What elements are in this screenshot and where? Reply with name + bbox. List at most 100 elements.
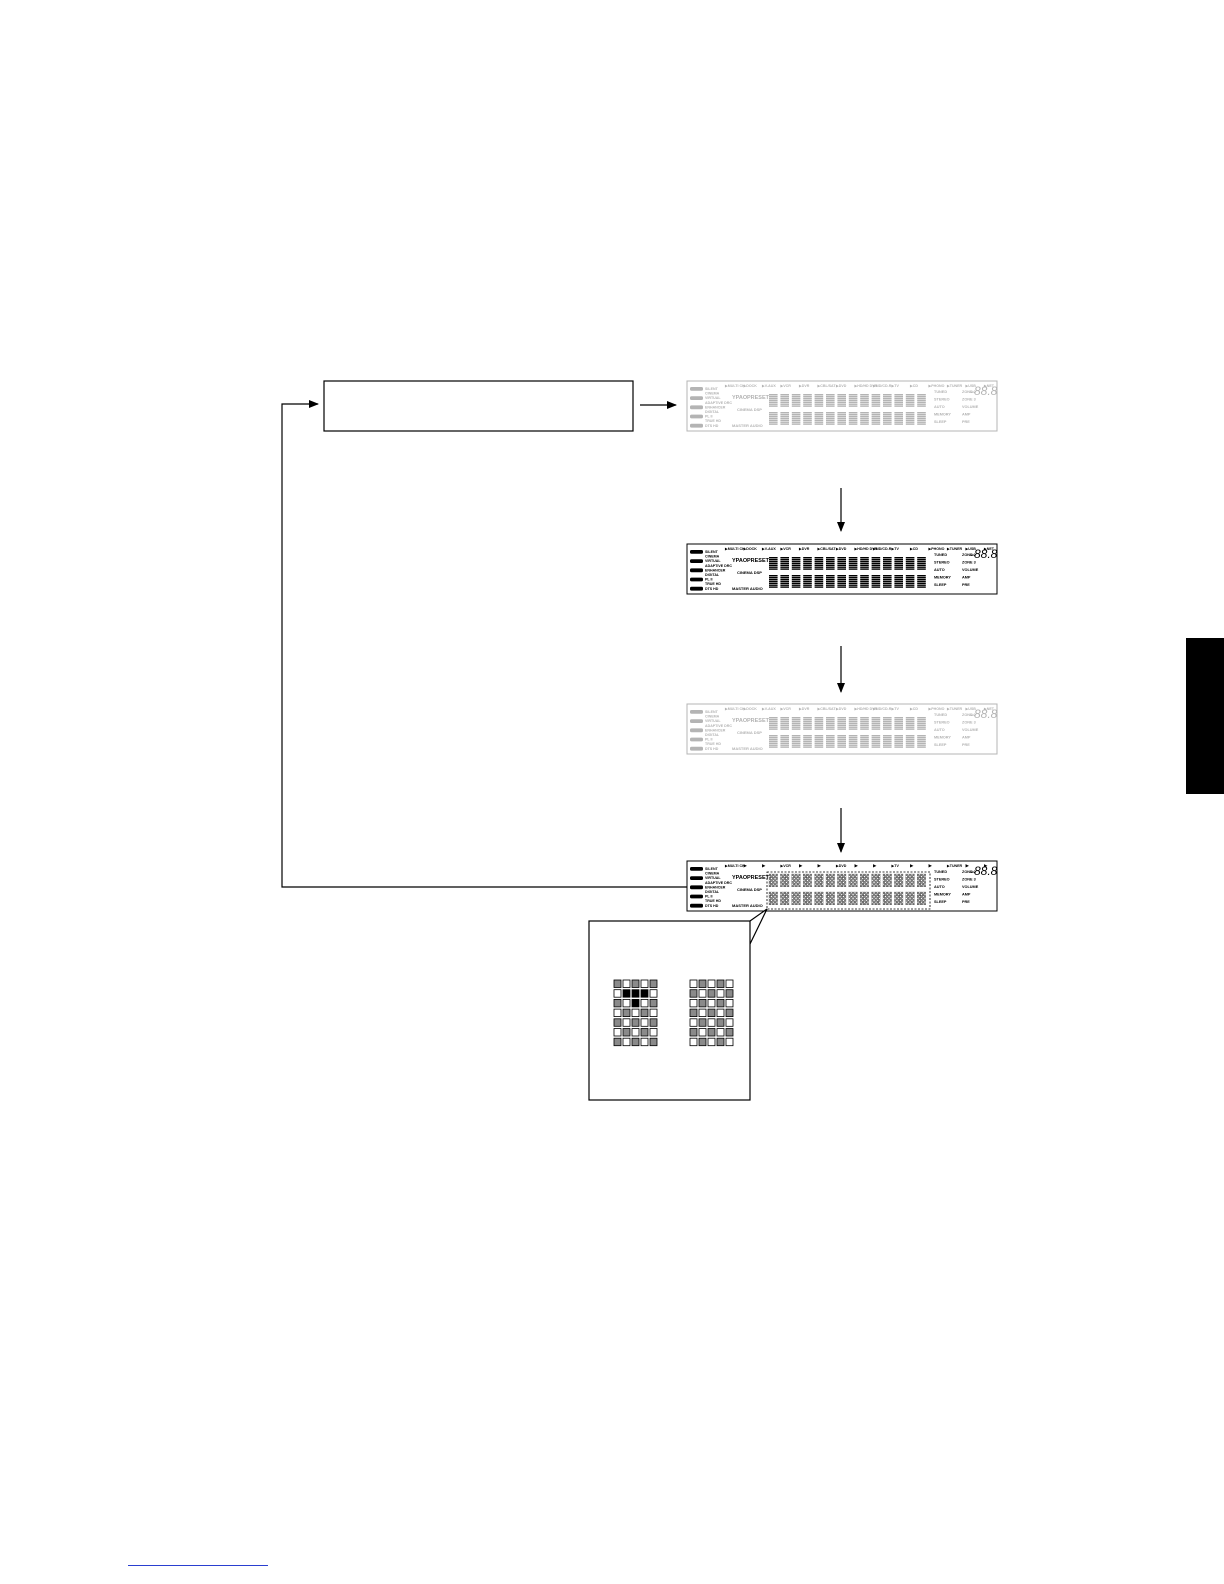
matrix-dot	[725, 989, 734, 998]
character-cell	[769, 735, 778, 748]
status-indicator: MEMORY	[934, 736, 951, 740]
matrix-dot	[698, 1018, 707, 1027]
character-cell	[826, 557, 835, 570]
matrix-dot	[640, 1018, 649, 1027]
character-cell	[894, 412, 903, 425]
status-indicator: AMP	[962, 893, 971, 897]
input-marker: ▶	[929, 863, 933, 868]
matrix-dot	[631, 1018, 640, 1027]
character-cell	[883, 735, 892, 748]
character-cell	[894, 557, 903, 570]
character-cell	[814, 891, 824, 906]
character-cell	[882, 891, 892, 906]
matrix-dot	[613, 1008, 622, 1017]
input-marker: ▶	[984, 863, 988, 868]
input-marker: ▶	[762, 863, 766, 868]
input-indicator: ▶CBL/SAT	[817, 384, 837, 388]
input-indicator: ▶MD/CD-R	[872, 384, 892, 388]
status-indicator: TUNED	[934, 870, 947, 874]
input-indicator: ▶USB	[965, 707, 977, 711]
input-indicator: ▶DVR	[798, 707, 810, 711]
input-indicator: ▶V-AUX	[761, 707, 776, 711]
input-indicator: ▶VCR	[780, 384, 792, 388]
matrix-dot	[613, 989, 622, 998]
status-indicator: STEREO	[934, 398, 950, 402]
matrix-dot	[689, 1037, 698, 1047]
character-cell	[791, 412, 801, 425]
center-indicator: CINEMA DSP	[737, 887, 762, 892]
level-readout: -88.8	[970, 547, 998, 561]
character-cell	[814, 717, 824, 730]
input-indicator: ▶TV	[891, 384, 900, 388]
center-indicator: YPAO	[732, 395, 748, 401]
decoder-badge	[690, 867, 703, 871]
mode-indicator: TRUE HD	[705, 582, 721, 586]
input-indicator: ▶NET	[983, 384, 995, 388]
character-cell	[848, 873, 858, 888]
mode-indicator: TRUE HD	[705, 742, 721, 746]
section-tab	[1186, 638, 1224, 794]
character-cell	[780, 412, 789, 425]
input-indicator: ▶DOCK	[743, 384, 758, 388]
center-indicator: YPAO	[732, 875, 748, 881]
status-indicator: MEMORY	[934, 576, 951, 580]
character-cell	[917, 891, 926, 906]
matrix-dot	[689, 999, 698, 1008]
character-cell	[769, 412, 778, 425]
character-cell	[917, 394, 926, 407]
matrix-dot	[640, 979, 649, 988]
mode-indicator: CINEMA	[705, 872, 720, 876]
character-cell	[883, 394, 892, 407]
character-cell	[848, 394, 858, 407]
mode-indicator: ADAPTIVE DRC	[705, 724, 732, 728]
status-indicator: VOLUME	[962, 728, 979, 732]
character-cell	[768, 891, 778, 906]
character-cell	[894, 717, 903, 730]
decoder-badge	[690, 876, 703, 880]
matrix-dot	[640, 1037, 649, 1047]
center-indicator: PRESET	[747, 875, 770, 881]
character-cell	[917, 575, 926, 588]
mode-indicator: PL II	[705, 738, 713, 742]
status-indicator: STEREO	[934, 561, 950, 565]
character-cell	[837, 735, 846, 748]
status-indicator: PRE	[962, 743, 970, 747]
center-indicator: CINEMA DSP	[737, 570, 762, 575]
character-cell	[883, 575, 892, 588]
character-cell	[905, 735, 915, 748]
status-indicator: VOLUME	[962, 405, 979, 409]
character-cell	[860, 575, 869, 588]
mode-indicator: ENHANCER	[705, 728, 726, 732]
matrix-dot	[689, 989, 698, 998]
input-indicator: ▶MULTI CH	[724, 707, 745, 711]
input-indicator: ▶MULTI CH	[724, 384, 745, 388]
matrix-dot	[716, 989, 725, 998]
mode-indicator: CINEMA	[705, 392, 720, 396]
matrix-dot	[622, 1018, 631, 1027]
matrix-dot	[640, 989, 649, 998]
mode-indicator: VIRTUAL	[705, 876, 721, 880]
decoder-badge	[690, 414, 703, 419]
input-indicator: ▶DVD	[835, 707, 847, 711]
character-cell	[791, 717, 801, 730]
decoder-badge	[690, 559, 703, 563]
character-cell	[848, 735, 858, 748]
input-indicator: ▶HD/HD DVR	[854, 384, 878, 388]
display-state-2: ▶MULTI CH▶DOCK▶V-AUX▶VCR▶DVR▶CBL/SAT▶DVD…	[686, 543, 998, 595]
character-cell	[803, 575, 812, 588]
matrix-dot	[689, 1028, 698, 1037]
character-cell	[791, 891, 801, 906]
mode-indicator: SILENT	[705, 710, 719, 714]
matrix-dot	[631, 1037, 640, 1047]
character-cell	[860, 412, 869, 425]
input-indicator: ▶DOCK	[743, 707, 758, 711]
status-indicator: PRE	[962, 900, 970, 904]
character-cell	[826, 575, 835, 588]
status-indicator: ZONE 2	[962, 870, 976, 874]
character-cell	[883, 412, 892, 425]
character-cell	[780, 394, 789, 407]
status-indicator: AMP	[962, 576, 971, 580]
character-cell	[780, 891, 790, 906]
input-indicator: ▶USB	[965, 384, 977, 388]
